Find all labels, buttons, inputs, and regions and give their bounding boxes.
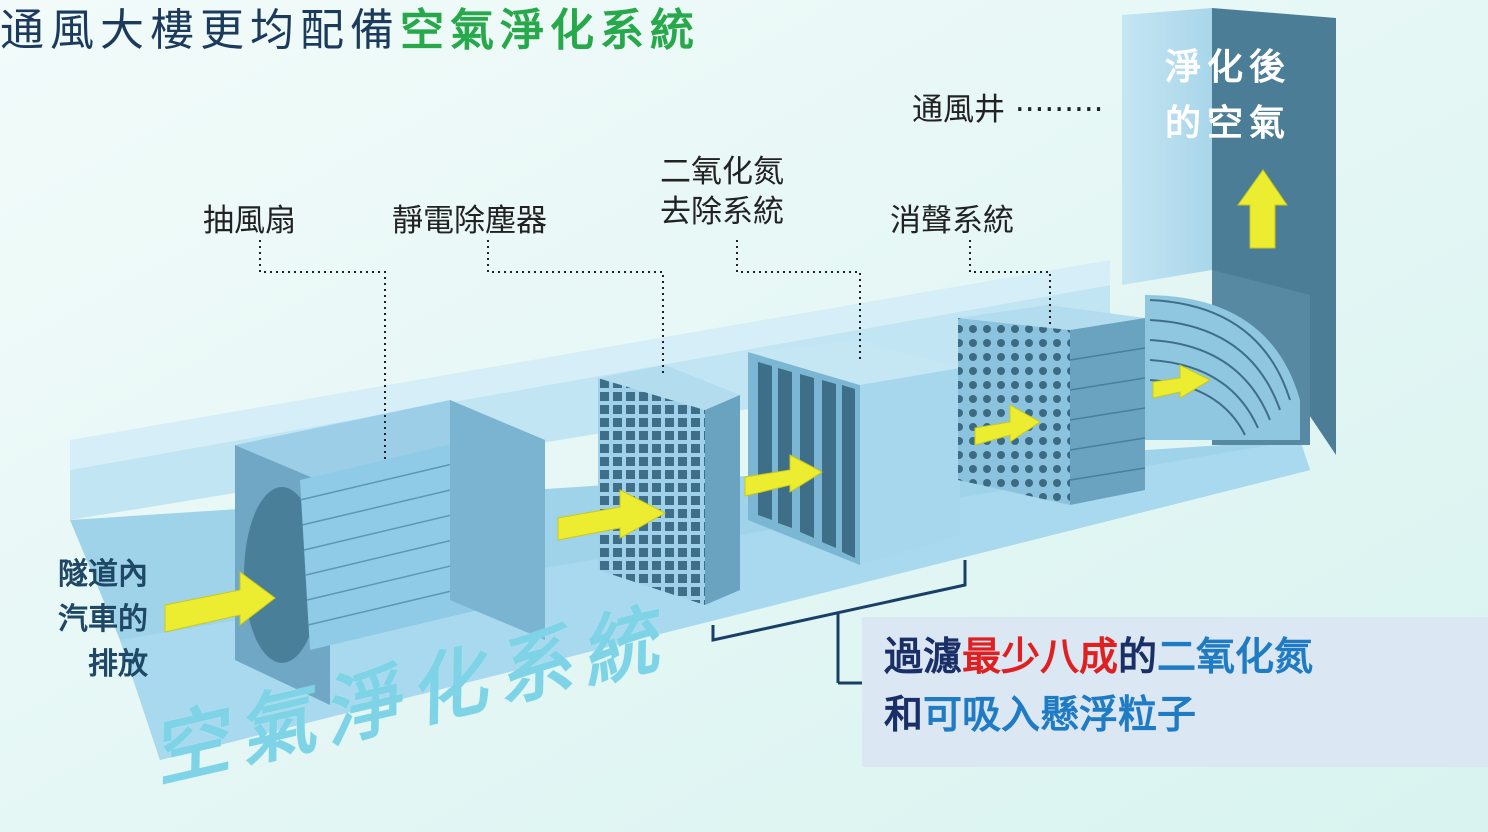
arrow-to-no2 [744, 454, 823, 497]
arrow-to-vanes [1152, 364, 1212, 399]
leader-lines [259, 240, 1051, 460]
info-part6: 可吸入懸浮粒子 [923, 693, 1197, 738]
title-highlight: 空氣淨化系統 [400, 5, 700, 56]
arrow-inlet [164, 571, 276, 633]
inlet-line3: 排放 [88, 647, 148, 682]
label-esp: 靜電除塵器 [392, 203, 547, 239]
outlet-line2: 的空氣 [1164, 103, 1291, 144]
label-shaft: 通風井 ········· [912, 92, 1104, 128]
info-box: 過濾最少八成的二氧化氮 和可吸入懸浮粒子 [862, 617, 1488, 767]
inlet-line1: 隧道內 [58, 557, 148, 592]
info-part3: 的 [1118, 635, 1158, 680]
arrow-to-esp [557, 489, 667, 541]
page-title: 通風大樓更均配備空氣淨化系統 [0, 0, 700, 58]
esp-top [598, 365, 740, 410]
label-no2-line1: 二氧化氮 [660, 154, 784, 190]
duct-top-edge [70, 260, 1110, 470]
arrow-up [1237, 169, 1288, 249]
fan-back-plate [450, 400, 545, 640]
inlet-label: 隧道內 汽車的 排放 [8, 552, 148, 687]
no2-side [860, 368, 960, 565]
fan-opening [244, 487, 320, 663]
label-fan: 抽風扇 [203, 203, 296, 239]
outlet-line1: 淨化後 [1164, 47, 1291, 88]
info-line1: 過濾最少八成的二氧化氮 [884, 629, 1488, 687]
airflow-arrows [164, 169, 1288, 633]
no2-top [748, 340, 960, 385]
info-part4: 二氧化氮 [1157, 635, 1314, 680]
esp-side [705, 395, 740, 605]
arrow-to-silencer [974, 404, 1041, 446]
silencer-top [958, 305, 1145, 330]
silencer-side-lines [1069, 347, 1146, 481]
info-part1: 過濾 [884, 635, 963, 680]
info-part2: 最少八成 [962, 635, 1119, 680]
info-part5: 和 [884, 693, 924, 738]
inlet-line2: 汽車的 [58, 602, 148, 637]
silencer-side [1070, 318, 1145, 505]
label-silencer: 消聲系統 [890, 203, 1014, 239]
title-prefix: 通風大樓更均配備 [0, 5, 400, 56]
no2-filter-slots [758, 362, 855, 558]
shaft-left-face [1122, 8, 1212, 285]
label-no2-removal: 二氧化氮 去除系統 [660, 152, 784, 232]
label-no2-line2: 去除系統 [660, 194, 784, 230]
info-line2: 和可吸入懸浮粒子 [884, 687, 1488, 745]
outlet-label: 淨化後 的空氣 [1143, 40, 1313, 152]
esp-grid-face [598, 378, 705, 605]
